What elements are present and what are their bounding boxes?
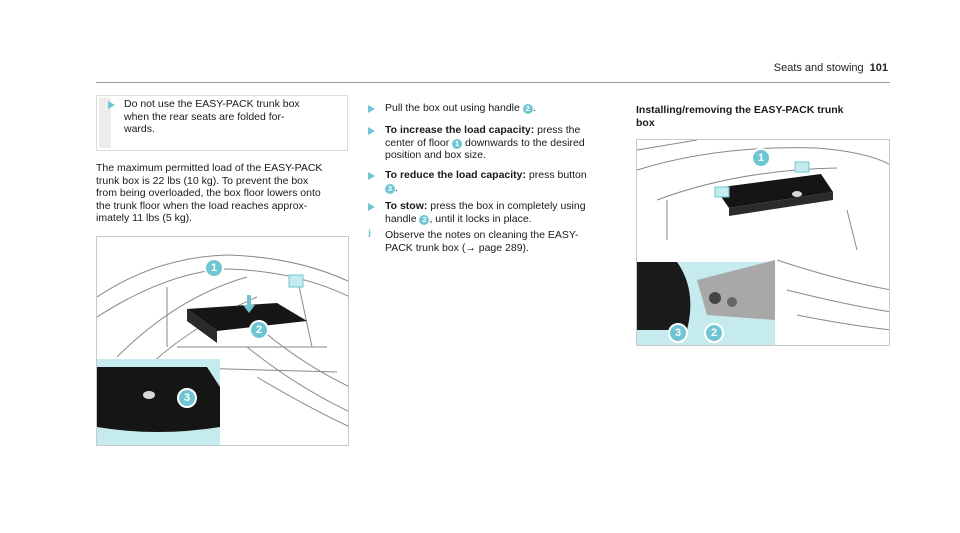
note-line-1: Do not use the EASY-PACK trunk box — [124, 98, 300, 110]
bullet-triangle-icon — [368, 172, 375, 180]
bullet-triangle-icon — [368, 203, 375, 211]
install-illustration — [637, 140, 889, 345]
step-increase-line-1: To increase the load capacity: press the — [385, 124, 581, 136]
step-reduce-line-2: 3. — [385, 182, 398, 195]
paragraph-line-1: The maximum permitted load of the EASY-P… — [96, 162, 323, 174]
step-pull: Pull the box out using handle 2. — [385, 102, 536, 114]
step-stow-line-2: handle 2, until it locks in place. — [385, 212, 532, 225]
paragraph-line-2: trunk box is 22 lbs (10 kg). To prevent … — [96, 174, 309, 187]
paragraph-line-4: the trunk floor when the load reaches ap… — [96, 199, 308, 212]
step-increase-line-3: position and box size. — [385, 149, 486, 161]
callout-3: 3 — [177, 388, 197, 408]
callout-3: 3 — [668, 323, 688, 343]
callout-1: 1 — [204, 258, 224, 278]
info-line-1: Observe the notes on cleaning the EASY- — [385, 229, 579, 241]
paragraph-line-5: imately 11 lbs (5 kg). — [96, 212, 193, 224]
running-header: Seats and stowing 101 — [774, 62, 888, 74]
note-box — [96, 95, 348, 151]
callout-2: 2 — [704, 323, 724, 343]
step-stow-line-1: To stow: press the box in completely usi… — [385, 200, 586, 212]
page-number: 101 — [869, 62, 888, 74]
step-reduce-line-1: To reduce the load capacity: press butto… — [385, 169, 587, 181]
callout-1: 1 — [751, 148, 771, 168]
bullet-triangle-icon — [108, 101, 115, 109]
num-badge: 2 — [522, 104, 533, 114]
section-title: Seats and stowing — [773, 62, 864, 74]
install-figure: 1 3 2 — [636, 139, 890, 346]
bullet-triangle-icon — [368, 105, 375, 113]
paragraph-line-3: from being overloaded, the box floor low… — [96, 187, 321, 199]
trunk-box-figure: 1 2 3 — [96, 236, 349, 446]
note-line-3: wards. — [124, 123, 155, 135]
info-line-2: PACK trunk box (→ page 289). — [385, 241, 529, 254]
num-badge: 1 — [452, 138, 463, 149]
num-badge: 3 — [385, 183, 395, 194]
section-heading: Installing/removing the EASY-PACK trunk … — [636, 104, 844, 129]
note-line-2: when the rear seats are folded for- — [124, 110, 285, 123]
callout-2: 2 — [249, 320, 269, 340]
car-trunk-illustration — [97, 254, 348, 445]
header-rule — [96, 82, 890, 83]
step-increase-line-2: center of floor 1 downwards to the desir… — [385, 136, 585, 149]
info-icon: i — [368, 228, 372, 240]
note-bar — [99, 98, 111, 148]
bullet-triangle-icon — [368, 127, 375, 135]
num-badge: 2 — [419, 214, 430, 225]
